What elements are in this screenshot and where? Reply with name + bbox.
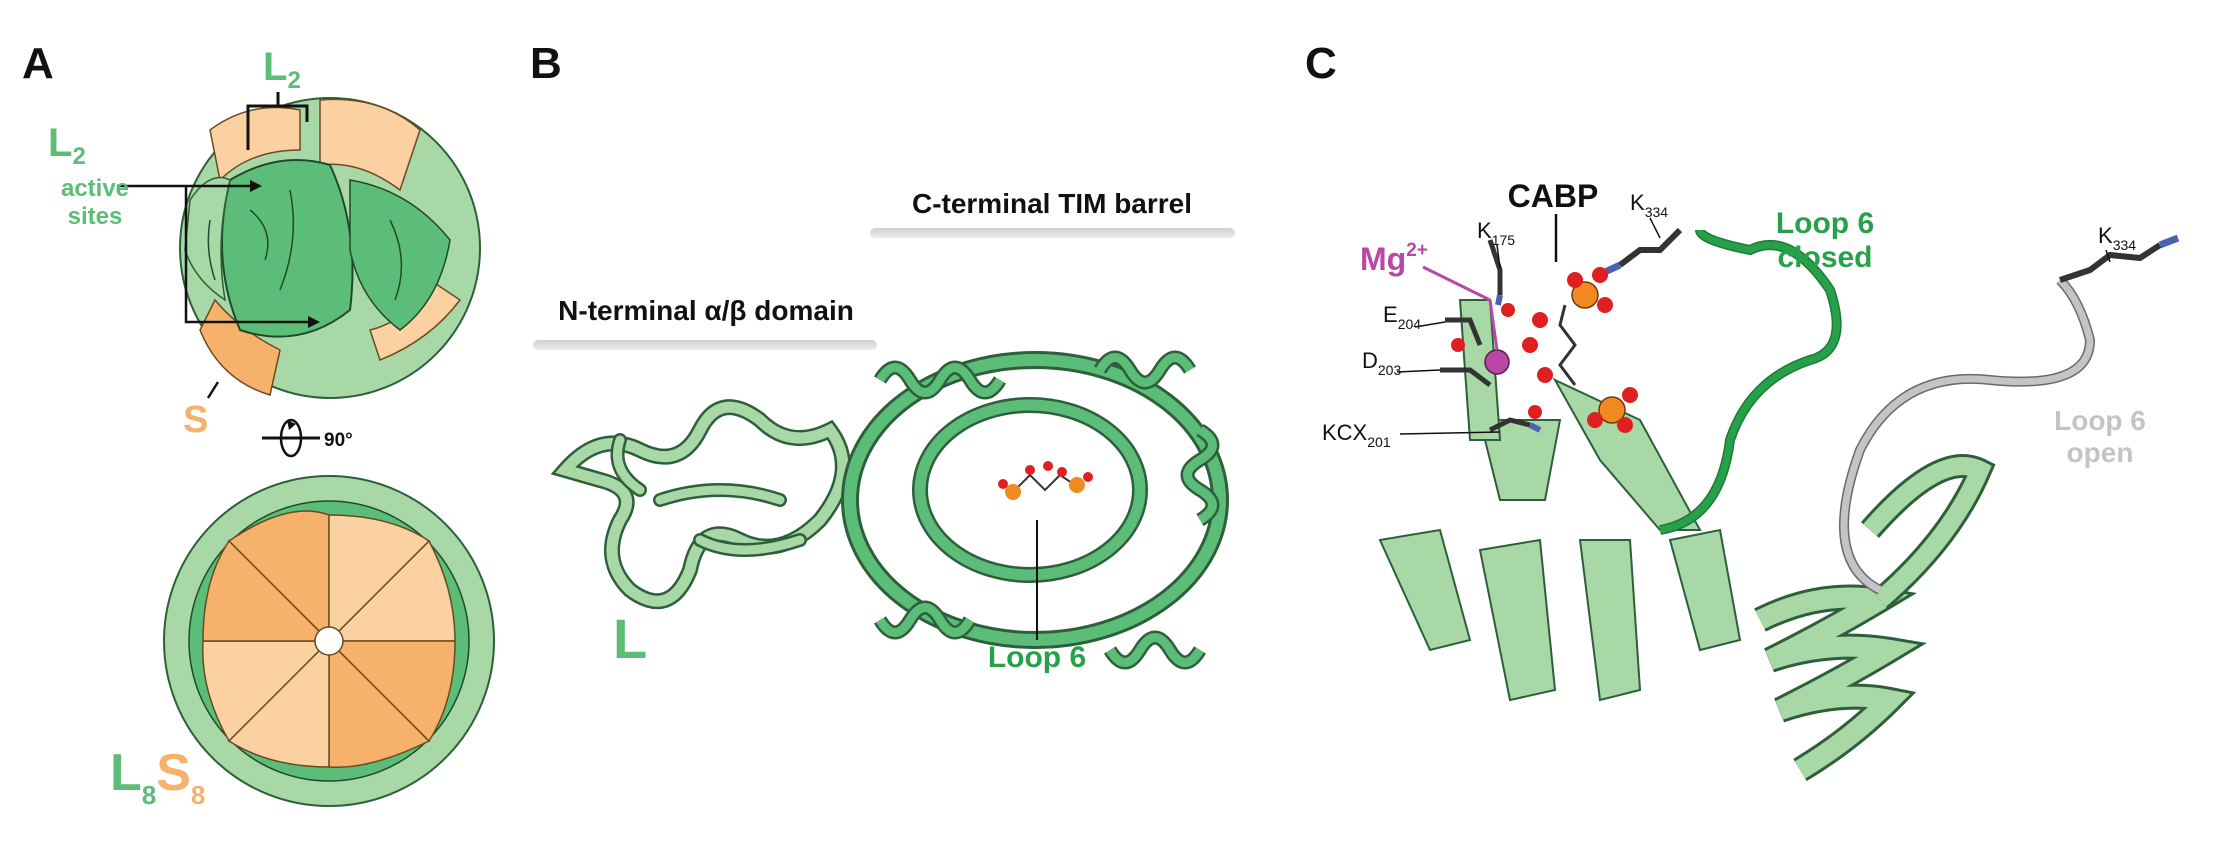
k334-open-label: K334 <box>2098 223 2136 253</box>
n-terminal-ribbon <box>550 399 851 610</box>
l2-top-label: L2 <box>263 45 301 94</box>
panel-c-letter: C <box>1305 39 1337 88</box>
rubisco-side-view <box>179 97 481 399</box>
panel-a: A L2 L2 active sites S <box>22 39 495 810</box>
c-beta-sheet <box>1378 299 1742 702</box>
loop6-open-line1: Loop 6 <box>2054 405 2146 436</box>
rubisco-top-view <box>163 475 495 807</box>
panel-c: C <box>1305 39 2180 782</box>
k175-label: K175 <box>1477 218 1515 248</box>
n-domain-underline <box>533 340 877 350</box>
k334-closed-label: K334 <box>1630 190 1668 220</box>
mg-ion <box>1484 349 1510 375</box>
panel-b: B C-terminal TIM barrel N-terminal α/β d… <box>530 39 1235 674</box>
active-site-arrows <box>117 180 320 328</box>
k334-closed-sidechain <box>1618 227 1683 268</box>
k334-open-sidechain <box>2059 242 2162 283</box>
mg-leader-2 <box>1488 299 1499 351</box>
e204-label: E204 <box>1383 302 1421 332</box>
panel-a-letter: A <box>22 39 54 88</box>
loop6-closed-trace <box>1659 228 1842 535</box>
c-terminal-ribbon <box>841 350 1229 670</box>
c-helix <box>1754 454 1996 782</box>
mg-label: Mg2+ <box>1360 240 1428 277</box>
complex-label: L8S8 <box>110 744 205 810</box>
rotation-label: 90° <box>324 430 353 451</box>
kcx201-label: KCX201 <box>1322 420 1391 450</box>
s-subunit-label: S <box>183 399 208 441</box>
loop6-open-trace <box>1839 276 2096 595</box>
cabp-label: CABP <box>1508 178 1599 214</box>
rotation-icon <box>262 418 320 458</box>
loop6-closed-line1: Loop 6 <box>1776 207 1874 240</box>
mg-leader-1 <box>1422 265 1491 302</box>
d203-label: D203 <box>1362 348 1401 378</box>
chain-l-label: L <box>613 607 647 670</box>
loop6-label-b: Loop 6 <box>988 641 1086 674</box>
n-domain-label: N-terminal α/β domain <box>558 295 854 326</box>
active-sites-line1: active <box>61 175 129 202</box>
cabp-ligand-b <box>998 461 1093 500</box>
cabp-ligand-c <box>1451 267 1638 433</box>
loop6-open-line2: open <box>2067 437 2134 468</box>
active-site-sidechains <box>1440 239 1531 433</box>
c-domain-label: C-terminal TIM barrel <box>912 188 1192 219</box>
loop6-closed-line2: closed <box>1777 241 1872 274</box>
panel-b-letter: B <box>530 39 562 88</box>
active-sites-line2: sites <box>68 203 123 230</box>
l2-active-label: L2 <box>48 121 86 170</box>
c-domain-underline <box>870 228 1235 238</box>
